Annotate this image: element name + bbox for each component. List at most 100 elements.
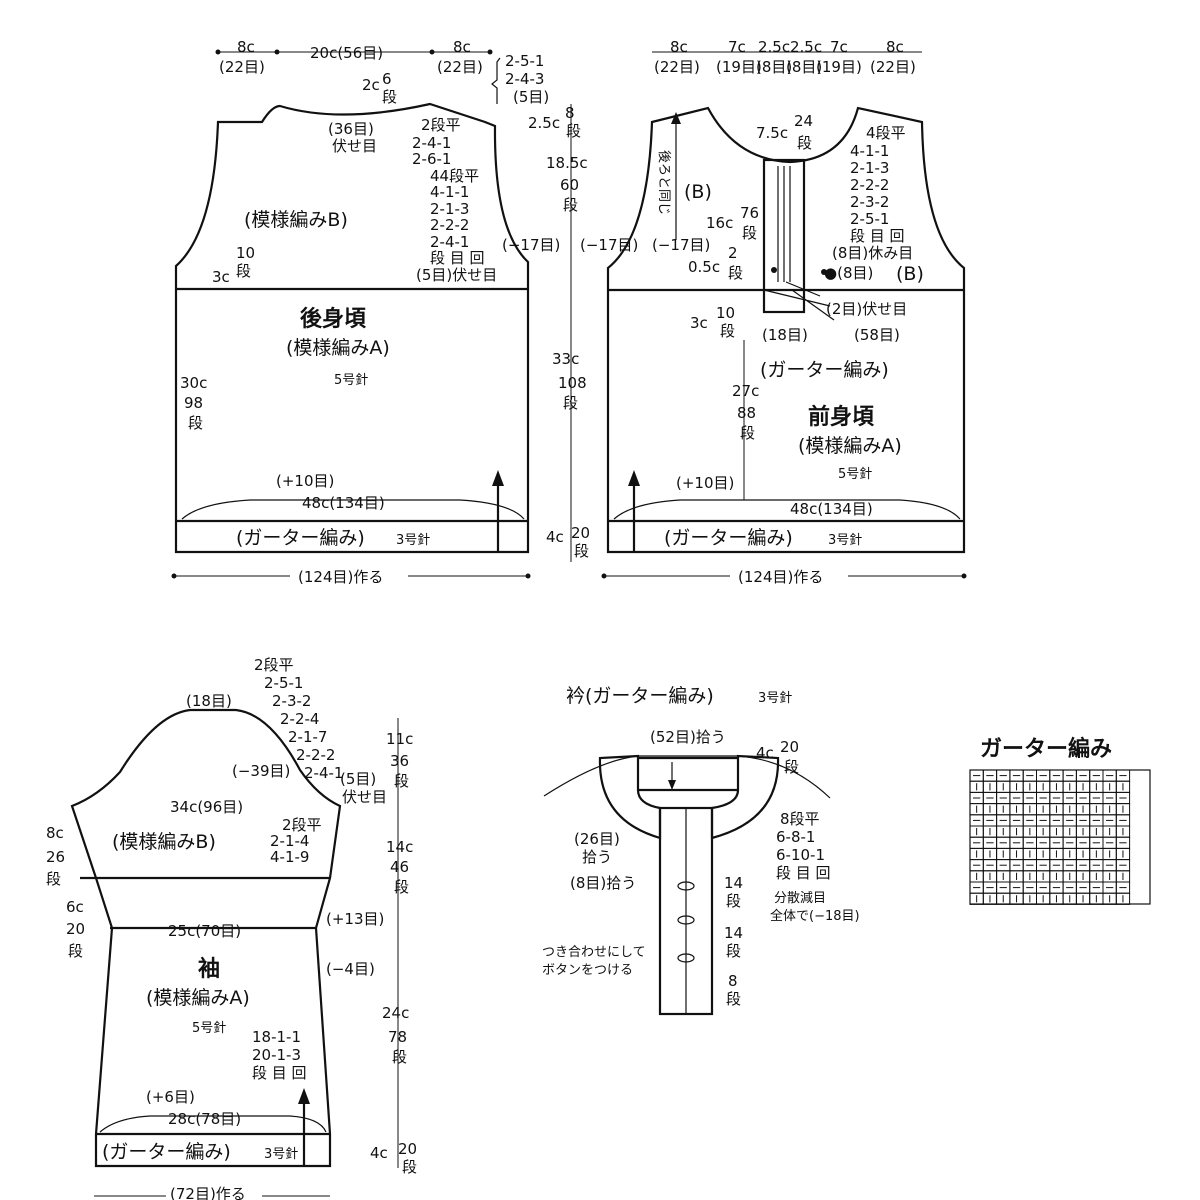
svg-text:27c: 27c: [732, 382, 759, 400]
svg-text:2-2-2: 2-2-2: [430, 216, 469, 234]
svg-text:78: 78: [388, 1028, 407, 1046]
svg-text:段 目 回: 段 目 回: [776, 864, 831, 882]
svg-text:2-3-2: 2-3-2: [272, 692, 311, 710]
svg-text:33c: 33c: [552, 350, 579, 368]
svg-text:段: 段: [720, 322, 735, 340]
svg-text:2-5-1: 2-5-1: [850, 210, 889, 228]
svg-text:段: 段: [563, 394, 578, 412]
svg-text:段: 段: [742, 224, 757, 242]
collar-needle: 3号針: [758, 691, 792, 706]
sleeve-cap-top: (18目): [186, 692, 232, 710]
svg-text:2-1-3: 2-1-3: [430, 200, 469, 218]
svg-text:4段平: 4段平: [866, 124, 906, 142]
sleeve-pattern-b-label: (模様編みB): [112, 831, 216, 853]
sleeve-pattern-a-label: (模様編みA): [146, 987, 250, 1009]
svg-text:14c: 14c: [386, 838, 413, 856]
svg-text:2-1-7: 2-1-7: [288, 728, 327, 746]
collar-title: 衿(ガーター編み): [566, 685, 714, 707]
sleeve-a-shaping: 18-1-1 20-1-3 段 目 回: [252, 1028, 307, 1082]
back-needle: 5号針: [334, 373, 368, 388]
collar-pick-band: (8目)拾う: [570, 874, 636, 892]
svg-text:段: 段: [574, 542, 589, 560]
svg-text:7c: 7c: [728, 38, 746, 56]
svg-text:14: 14: [724, 924, 743, 942]
back-pattern-a-label: (模様編みA): [286, 337, 390, 359]
front-same-as-back-note: 後ろと同じ (−17目): [652, 112, 710, 254]
front-increase: (+10目): [676, 474, 734, 492]
svg-text:3c: 3c: [690, 314, 708, 332]
svg-text:段: 段: [797, 134, 812, 152]
legend-title: ガーター編み: [980, 736, 1112, 762]
back-armhole-shaping: 2段平 2-4-1 2-6-1 44段平 4-1-1 2-1-3 2-2-2 2…: [412, 116, 560, 284]
svg-text:4c: 4c: [756, 744, 774, 762]
back-top-dim-mid: 20c(56目): [310, 44, 383, 62]
front-pattern-a-label: (模様編みA): [798, 435, 902, 457]
svg-text:2.5c: 2.5c: [528, 114, 560, 132]
front-b-right: (B): [896, 263, 924, 285]
front-width: 48c(134目): [790, 500, 873, 518]
svg-text:拾う: 拾う: [582, 848, 612, 866]
svg-text:6-8-1: 6-8-1: [776, 828, 815, 846]
svg-text:段 目 回: 段 目 回: [252, 1064, 307, 1082]
svg-text:4c: 4c: [370, 1144, 388, 1162]
svg-text:0.5c: 0.5c: [688, 258, 720, 276]
svg-text:11c: 11c: [386, 730, 413, 748]
svg-text:(5目): (5目): [340, 770, 376, 788]
svg-text:2段平: 2段平: [282, 816, 322, 834]
back-neck-labels: 2c 6 段 (36目) 伏せ目: [328, 70, 397, 155]
svg-text:(8目)休み目: (8目)休み目: [832, 244, 913, 262]
svg-text:2: 2: [728, 244, 738, 262]
back-top-sub-right: (22目): [437, 58, 483, 76]
svg-text:18-1-1: 18-1-1: [252, 1028, 301, 1046]
svg-text:(8目): (8目): [756, 58, 792, 76]
svg-text:(72目)作る: (72目)作る: [170, 1185, 246, 1200]
svg-text:(19目): (19目): [716, 58, 762, 76]
collar-dec-total: 分散減目 全体で(−18目): [770, 890, 860, 924]
svg-text:2-4-3: 2-4-3: [505, 70, 544, 88]
svg-text:60: 60: [560, 176, 579, 194]
svg-text:伏せ目: 伏せ目: [332, 137, 377, 155]
collar-dec-note: 8段平 6-8-1 6-10-1 段 目 回: [776, 810, 831, 882]
front-cast-on-dimension: (124目)作る: [601, 566, 967, 586]
svg-text:4-1-9: 4-1-9: [270, 848, 309, 866]
sleeve-needle: 5号針: [192, 1021, 226, 1036]
front-garter-needle: 3号針: [828, 533, 862, 548]
svg-text:24c: 24c: [382, 1004, 409, 1022]
sleeve-cast-on-dimension: (72目)作る: [94, 1185, 330, 1200]
collar-button-note: つき合わせにして ボタンをつける: [542, 945, 646, 978]
front-title: 前身頃: [808, 404, 875, 430]
front-band-dims: 16c 76 段 0.5c 2 段 3c 10 段: [688, 204, 759, 340]
sleeve-dec: (−4目): [326, 960, 375, 978]
svg-text:(5目)伏せ目: (5目)伏せ目: [416, 266, 497, 284]
garter-stitch-chart: [969, 769, 1151, 905]
svg-text:段: 段: [740, 424, 755, 442]
svg-text:10: 10: [716, 304, 735, 322]
svg-text:7c: 7c: [830, 38, 848, 56]
back-cast-on-dimension: (124目)作る: [171, 566, 531, 586]
svg-text:2-2-2: 2-2-2: [296, 746, 335, 764]
sleeve-garter-needle: 3号針: [264, 1147, 298, 1162]
svg-text:20: 20: [780, 738, 799, 756]
back-armhole-dec: (−17目): [502, 236, 560, 254]
front-top-dimension: 8c 7c 2.5c 2.5c 7c 8c (22目) (19目) (8目) (…: [652, 38, 922, 76]
svg-text:2-1-4: 2-1-4: [270, 832, 309, 850]
svg-text:108: 108: [558, 374, 587, 392]
svg-text:段 目 回: 段 目 回: [850, 227, 905, 245]
svg-text:ボタンをつける: ボタンをつける: [542, 963, 633, 978]
svg-text:分散減目: 分散減目: [774, 890, 826, 906]
svg-text:(2目)伏せ目: (2目)伏せ目: [826, 300, 907, 318]
svg-text:2c: 2c: [362, 76, 380, 94]
sleeve-width-bottom: 28c(78目): [168, 1110, 241, 1128]
svg-text:7.5c: 7.5c: [756, 124, 788, 142]
front-neck-shaping: 4段平 4-1-1 2-1-3 2-2-2 2-3-2 2-5-1 段 目 回 …: [832, 124, 913, 262]
svg-text:全体で(−18目): 全体で(−18目): [770, 908, 860, 924]
svg-text:(19目): (19目): [816, 58, 862, 76]
svg-text:2-4-1: 2-4-1: [412, 134, 451, 152]
front-neck-dims: 7.5c 24 段: [756, 112, 813, 152]
svg-text:(18目): (18目): [762, 326, 808, 344]
svg-text:2段平: 2段平: [421, 116, 461, 134]
svg-text:(58目): (58目): [854, 326, 900, 344]
collar-depth-dims: 4c 20 段: [756, 738, 799, 776]
svg-text:●(8目): ●(8目): [824, 264, 873, 282]
